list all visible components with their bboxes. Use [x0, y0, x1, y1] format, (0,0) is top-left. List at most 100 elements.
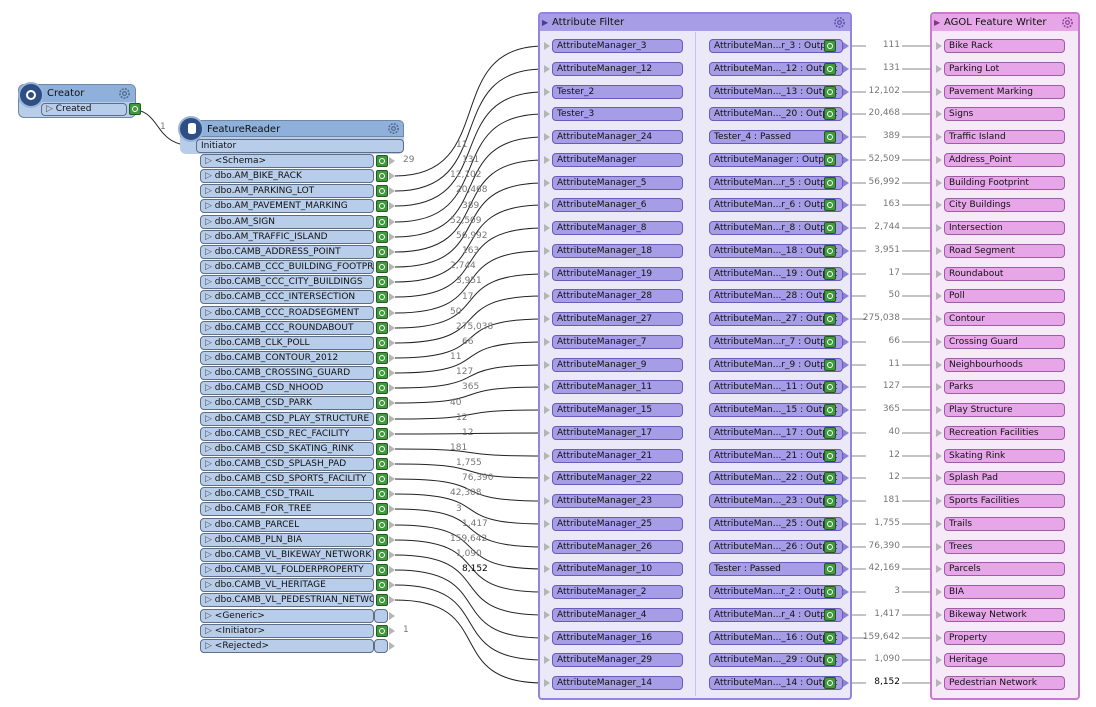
- attribute-filter-input-port[interactable]: AttributeManager_3: [552, 39, 683, 53]
- attribute-filter-input-port[interactable]: AttributeManager_8: [552, 221, 683, 235]
- inspect-icon[interactable]: [824, 632, 836, 644]
- inspect-icon[interactable]: [376, 564, 388, 576]
- attribute-filter-output-port[interactable]: AttributeMan..._26 : Output: [709, 540, 843, 554]
- connection-wire[interactable]: [394, 45, 545, 177]
- featurereader-port[interactable]: ▷ <Initiator>: [200, 624, 374, 638]
- inspect-icon[interactable]: [824, 450, 836, 462]
- inspect-icon[interactable]: [376, 413, 388, 425]
- featurereader-port[interactable]: ▷ dbo.CAMB_CCC_ROADSEGMENT: [200, 306, 374, 320]
- attribute-filter-input-port[interactable]: AttributeManager_29: [552, 653, 683, 667]
- inspect-icon[interactable]: [376, 458, 388, 470]
- inspect-icon[interactable]: [824, 609, 836, 621]
- featurereader-port[interactable]: ▷ dbo.CAMB_CSD_TRAIL: [200, 487, 374, 501]
- connection-wire[interactable]: [394, 68, 545, 192]
- attribute-filter-output-port[interactable]: AttributeMan..._22 : Output: [709, 471, 843, 485]
- agol-writer-input-port[interactable]: Heritage: [944, 653, 1065, 667]
- featurereader-port[interactable]: ▷ dbo.AM_PAVEMENT_MARKING: [200, 199, 374, 213]
- attribute-filter-output-port[interactable]: AttributeMan..._19 : Output: [709, 267, 843, 281]
- attribute-filter-output-port[interactable]: AttributeMan..._15 : Output: [709, 403, 843, 417]
- attribute-filter-output-port[interactable]: AttributeMan..._16 : Output: [709, 631, 843, 645]
- attribute-filter-input-port[interactable]: Tester_2: [552, 85, 683, 99]
- attribute-filter-output-port[interactable]: AttributeMan..._12 : Output: [709, 62, 843, 76]
- collapse-arrow-icon[interactable]: ▶: [934, 18, 941, 27]
- inspect-icon[interactable]: [376, 322, 388, 334]
- attribute-filter-output-port[interactable]: AttributeMan..._29 : Output: [709, 653, 843, 667]
- inspect-icon[interactable]: [376, 246, 388, 258]
- attribute-filter-input-port[interactable]: AttributeManager: [552, 153, 683, 167]
- inspect-icon[interactable]: [824, 222, 836, 234]
- agol-writer-input-port[interactable]: Pavement Marking: [944, 85, 1065, 99]
- featurereader-port[interactable]: ▷ dbo.CAMB_CSD_SPORTS_FACILITY: [200, 472, 374, 486]
- inspect-icon[interactable]: [376, 534, 388, 546]
- connection-wire[interactable]: [394, 159, 545, 253]
- agol-writer-input-port[interactable]: Splash Pad: [944, 471, 1065, 485]
- inspect-icon[interactable]: [376, 337, 388, 349]
- inspect-icon[interactable]: [824, 654, 836, 666]
- inspect-icon[interactable]: [824, 381, 836, 393]
- agol-writer-input-port[interactable]: Recreation Facilities: [944, 426, 1065, 440]
- agol-writer-input-port[interactable]: Parks: [944, 380, 1065, 394]
- inspect-icon[interactable]: [376, 200, 388, 212]
- connection-wire[interactable]: [394, 136, 545, 238]
- featurereader-port[interactable]: ▷ dbo.CAMB_PLN_BIA: [200, 533, 374, 547]
- agol-writer-input-port[interactable]: Trees: [944, 540, 1065, 554]
- inspect-icon[interactable]: [376, 170, 388, 182]
- attribute-filter-output-port[interactable]: AttributeMan...r_9 : Output: [709, 358, 843, 372]
- featurereader-port[interactable]: ▷ dbo.CAMB_CCC_BUILDING_FOOTPRINT: [200, 260, 374, 274]
- attribute-filter-input-port[interactable]: AttributeManager_19: [552, 267, 683, 281]
- inspect-icon[interactable]: [376, 367, 388, 379]
- connection-wire[interactable]: [394, 508, 545, 548]
- attribute-filter-input-port[interactable]: AttributeManager_4: [552, 608, 683, 622]
- inspect-icon[interactable]: [376, 428, 388, 440]
- agol-writer-input-port[interactable]: Bike Rack: [944, 39, 1065, 53]
- connection-wire[interactable]: [394, 463, 545, 479]
- attribute-filter-output-port[interactable]: AttributeMan...r_5 : Output: [709, 176, 843, 190]
- connection-wire[interactable]: [394, 432, 545, 435]
- connection-wire[interactable]: [394, 554, 545, 616]
- inspect-icon[interactable]: [376, 155, 388, 167]
- inspect-icon[interactable]: [824, 290, 836, 302]
- inspect-icon[interactable]: [376, 397, 388, 409]
- featurereader-port[interactable]: ▷ dbo.CAMB_PARCEL: [200, 518, 374, 532]
- attribute-filter-output-port[interactable]: AttributeMan..._18 : Output: [709, 244, 843, 258]
- connection-wire[interactable]: [394, 386, 545, 404]
- connection-wire[interactable]: [394, 448, 545, 457]
- attribute-filter-output-port[interactable]: AttributeMan..._25 : Output: [709, 517, 843, 531]
- attribute-filter-input-port[interactable]: AttributeManager_18: [552, 244, 683, 258]
- connection-wire[interactable]: [394, 273, 545, 329]
- connection-wire[interactable]: [394, 478, 545, 502]
- inspect-icon[interactable]: [376, 261, 388, 273]
- attribute-filter-output-port[interactable]: Tester : Passed: [709, 562, 843, 576]
- attribute-filter-output-port[interactable]: AttributeMan..._11 : Output: [709, 380, 843, 394]
- inspect-icon[interactable]: [824, 586, 836, 598]
- connection-wire[interactable]: [394, 250, 545, 314]
- connection-wire[interactable]: [394, 182, 545, 268]
- featurereader-port[interactable]: ▷ dbo.CAMB_CCC_INTERSECTION: [200, 290, 374, 304]
- agol-writer-input-port[interactable]: Sports Facilities: [944, 494, 1065, 508]
- agol-writer-input-port[interactable]: City Buildings: [944, 198, 1065, 212]
- featurereader-port[interactable]: ▷ dbo.AM_SIGN: [200, 215, 374, 229]
- inspect-icon[interactable]: [824, 563, 836, 575]
- connection-wire[interactable]: [394, 569, 545, 639]
- agol-writer-input-port[interactable]: Bikeway Network: [944, 608, 1065, 622]
- attribute-filter-input-port[interactable]: AttributeManager_21: [552, 449, 683, 463]
- attribute-filter-output-port[interactable]: AttributeMan..._14 : Output: [709, 676, 843, 690]
- inspect-icon[interactable]: [376, 549, 388, 561]
- connection-wire[interactable]: [394, 539, 545, 593]
- agol-writer-input-port[interactable]: Parcels: [944, 562, 1065, 576]
- inspect-icon[interactable]: [824, 336, 836, 348]
- connection-wire[interactable]: [394, 341, 545, 374]
- connection-wire[interactable]: [394, 364, 545, 389]
- agol-writer-input-port[interactable]: Address_Point: [944, 153, 1065, 167]
- attribute-filter-input-port[interactable]: Tester_3: [552, 107, 683, 121]
- featurereader-port[interactable]: ▷ <Generic>: [200, 609, 374, 623]
- attribute-filter-output-port[interactable]: AttributeMan..._13 : Output: [709, 85, 843, 99]
- inspect-icon[interactable]: [824, 245, 836, 257]
- featurereader-port[interactable]: ▷ <Rejected>: [200, 639, 374, 653]
- attribute-filter-output-port[interactable]: AttributeMan..._23 : Output: [709, 494, 843, 508]
- attribute-filter-output-port[interactable]: AttributeMan...r_3 : Output: [709, 39, 843, 53]
- featurereader-port[interactable]: ▷ dbo.AM_PARKING_LOT: [200, 184, 374, 198]
- attribute-filter-input-port[interactable]: AttributeManager_12: [552, 62, 683, 76]
- attribute-filter-output-port[interactable]: AttributeMan..._28 : Output: [709, 289, 843, 303]
- attribute-filter-input-port[interactable]: AttributeManager_25: [552, 517, 683, 531]
